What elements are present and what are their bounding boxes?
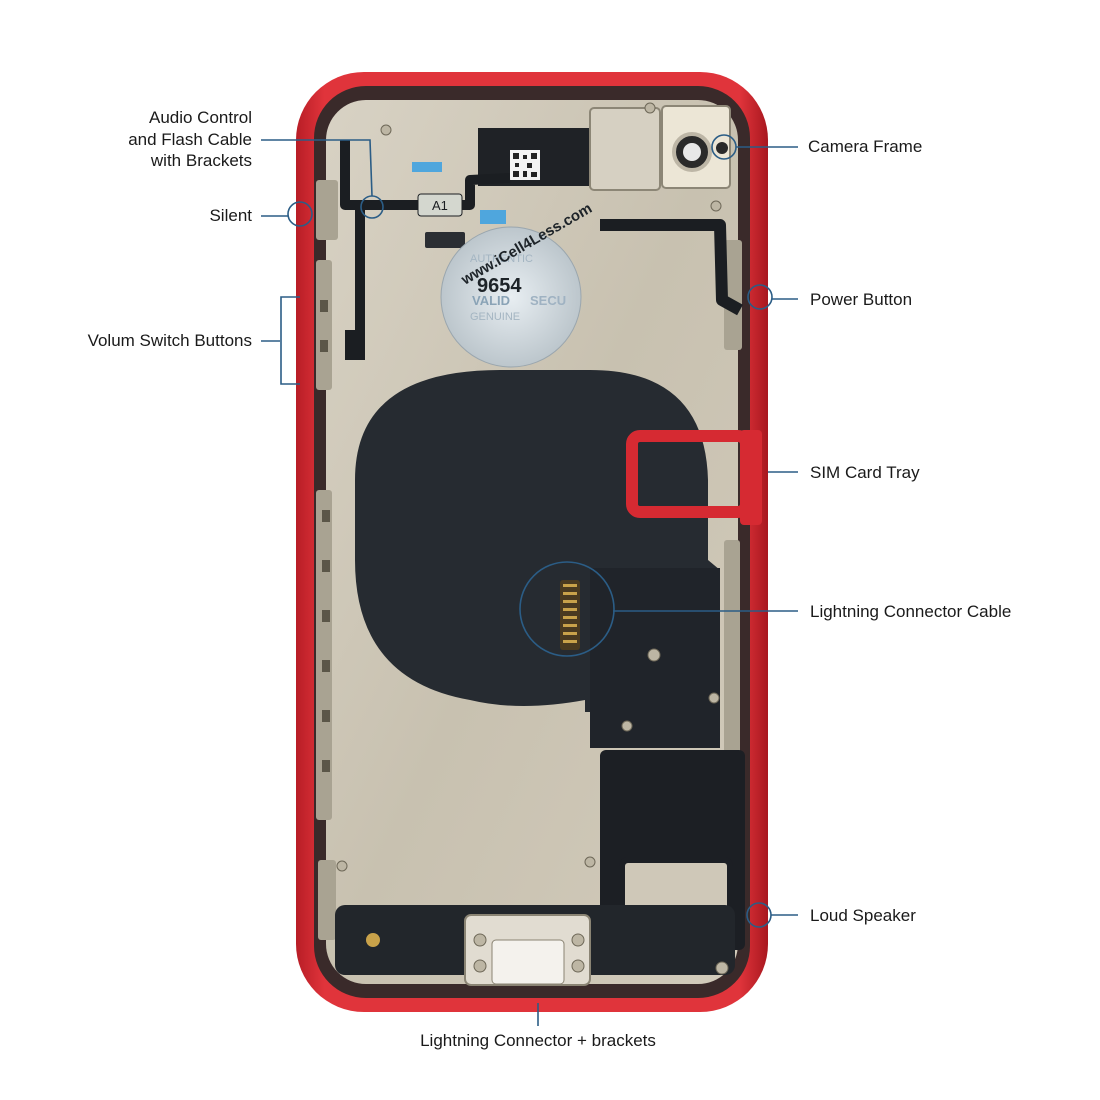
sticker-code: 9654: [477, 275, 522, 297]
right-side-brackets: [724, 240, 742, 800]
audio-flex-cable: [340, 140, 511, 360]
screw: [621, 720, 633, 732]
label-audio-control-line3: with Brackets: [150, 151, 252, 170]
blue-tape-top: [412, 162, 442, 172]
callout-ring-audio: [360, 195, 384, 219]
label-power-button: Power Button: [810, 290, 913, 309]
screw: [571, 959, 585, 973]
sticker-word: VALID: [472, 293, 510, 308]
qr-pattern: [513, 153, 537, 177]
label-volume-buttons: Volum Switch Buttons: [87, 331, 252, 350]
screw: [366, 933, 380, 947]
label-lightning-cable: Lightning Connector Cable: [810, 602, 1012, 621]
callout-ring-power: [747, 284, 773, 310]
screw: [584, 856, 596, 868]
sticker-word: AUTHENTIC: [470, 253, 533, 265]
screw: [647, 648, 661, 662]
power-flex-cable: [600, 219, 743, 316]
callout-ring-silent: [287, 201, 313, 227]
blue-tape: [480, 210, 506, 224]
authenticity-sticker: [440, 226, 582, 368]
screw: [336, 860, 348, 872]
lightning-connector-port: [560, 580, 580, 650]
label-loud-speaker: Loud Speaker: [810, 906, 916, 925]
label-lightning-connector: Lightning Connector + brackets: [420, 1031, 656, 1050]
flex-tag-text: A1: [432, 198, 448, 213]
label-audio-control: Audio Control and Flash Cable with Brack…: [128, 107, 252, 172]
flash-hole: [716, 142, 728, 154]
left-side-brackets: [316, 180, 338, 940]
camera-bracket: [589, 107, 661, 191]
label-camera-frame: Camera Frame: [808, 137, 923, 156]
callout-ring-lightning-cable: [519, 561, 615, 657]
sticker-word: GENUINE: [470, 311, 520, 323]
screw: [708, 692, 720, 704]
callout-ring-camera: [711, 134, 737, 160]
callout-bracket-volume: [261, 296, 300, 385]
label-audio-control-line1: Audio Control: [148, 108, 252, 127]
callout-ring-speaker: [746, 902, 772, 928]
camera-lens-glass: [683, 143, 701, 161]
label-audio-control-line2: and Flash Cable: [128, 129, 252, 149]
screw: [571, 933, 585, 947]
label-silent: Silent: [209, 206, 252, 225]
flex-tag: [417, 193, 463, 217]
lightning-pins: [563, 584, 577, 643]
screw: [380, 124, 392, 136]
lightning-connector-shell: [491, 939, 565, 985]
callout-lines: [261, 134, 798, 1026]
screw: [644, 102, 656, 114]
left-side-bracket-details: [320, 300, 330, 772]
label-sim-tray: SIM Card Tray: [810, 463, 920, 482]
callout-line-audio: [261, 139, 373, 197]
screw: [710, 200, 722, 212]
flex-connector: [425, 232, 465, 248]
screw: [473, 959, 487, 973]
sticker-word: SECU: [530, 293, 566, 308]
screw: [473, 933, 487, 947]
sim-tray-lever: [740, 430, 762, 525]
screw: [715, 961, 729, 975]
